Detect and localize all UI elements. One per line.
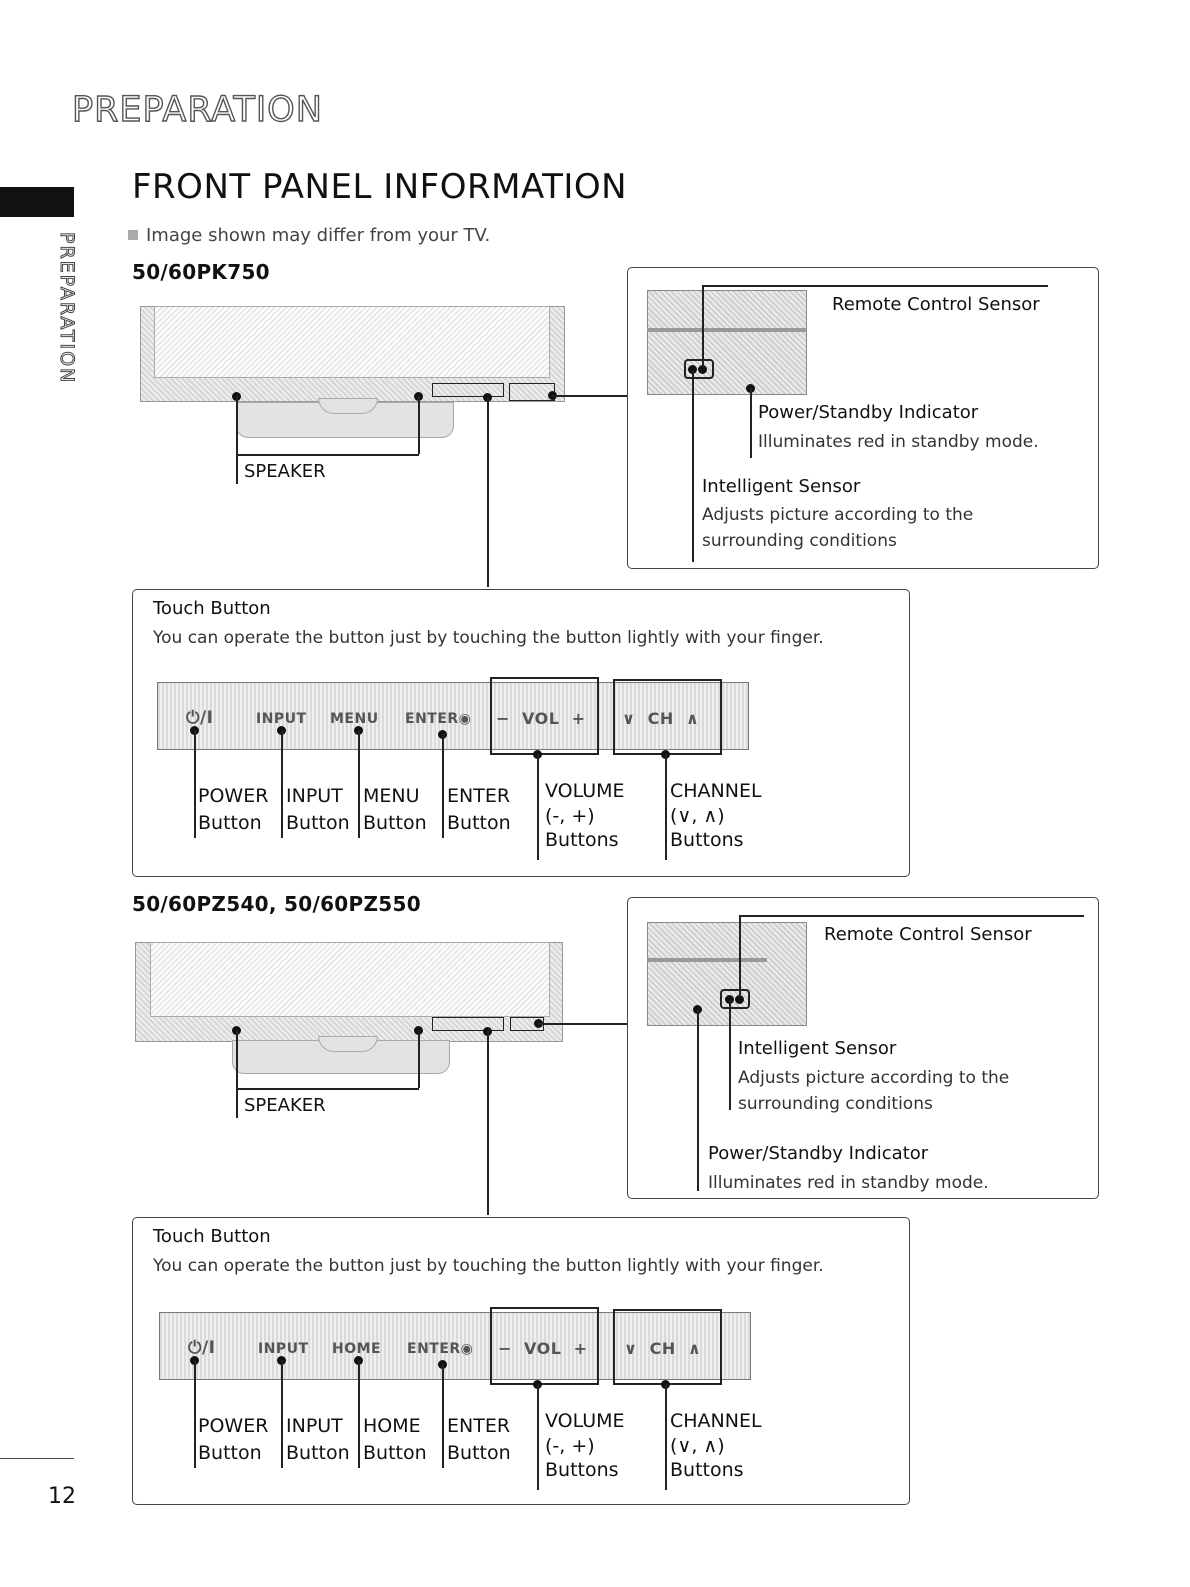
intelligent-sensor-title: Intelligent Sensor (738, 1038, 897, 1059)
tv-screen (150, 942, 550, 1017)
image-note: Image shown may differ from your TV. (128, 225, 490, 246)
intelligent-sensor-desc-2: surrounding conditions (702, 531, 897, 551)
volume-button-label: VOLUME(-, +)Buttons (545, 780, 625, 852)
note-bullet-icon (128, 230, 138, 240)
touch-panel-strip (159, 1312, 751, 1380)
channel-button-label: CHANNEL(∨, ∧)Buttons (670, 1410, 762, 1482)
sensor-closeup-bezel (647, 328, 807, 332)
remote-sensor-label: Remote Control Sensor (832, 294, 1040, 315)
intelligent-sensor-desc-2: surrounding conditions (738, 1094, 933, 1114)
power-indicator-title: Power/Standby Indicator (708, 1143, 929, 1164)
channel-button-label: CHANNEL(∨, ∧)Buttons (670, 780, 762, 852)
panel-power-label[interactable]: ⏻/I (186, 708, 214, 728)
power-indicator-desc: Illuminates red in standby mode. (758, 432, 1039, 452)
power-indicator-desc: Illuminates red in standby mode. (708, 1173, 989, 1193)
section-header: PREPARATION (71, 89, 323, 130)
touch-strip-outline (432, 1017, 504, 1031)
remote-sensor-dot (688, 365, 697, 374)
page-rule (0, 1458, 74, 1459)
touch-button-title: Touch Button (153, 598, 271, 619)
panel-ch-label[interactable]: ∨ CH ∧ (622, 709, 700, 728)
side-tab-marker (0, 187, 74, 217)
touch-button-title: Touch Button (153, 1226, 271, 1247)
intelligent-sensor-title: Intelligent Sensor (702, 476, 861, 497)
intelligent-sensor-desc-1: Adjusts picture according to the (702, 505, 974, 525)
touch-panel-strip (157, 682, 749, 750)
model-name: 50/60PK750 (132, 260, 270, 284)
touch-strip-outline (432, 383, 504, 397)
remote-sensor-label: Remote Control Sensor (824, 924, 1032, 945)
power-indicator-title: Power/Standby Indicator (758, 402, 979, 423)
note-text: Image shown may differ from your TV. (146, 225, 491, 246)
panel-enter-label[interactable]: ENTER◉ (407, 1341, 474, 1357)
speaker-label: SPEAKER (244, 461, 326, 482)
speaker-label: SPEAKER (244, 1095, 326, 1116)
panel-ch-label[interactable]: ∨ CH ∧ (624, 1339, 702, 1358)
panel-vol-label[interactable]: − VOL + (498, 1339, 588, 1358)
intelligent-sensor-dot (725, 995, 734, 1004)
panel-enter-label[interactable]: ENTER◉ (405, 711, 472, 727)
panel-power-label[interactable]: ⏻/I (188, 1338, 216, 1358)
touch-button-box (132, 1217, 910, 1505)
remote-sensor-marker (684, 359, 714, 379)
panel-home-label[interactable]: HOME (332, 1341, 382, 1357)
intelligent-sensor-desc-1: Adjusts picture according to the (738, 1068, 1010, 1088)
page-title: FRONT PANEL INFORMATION (132, 167, 628, 207)
intelligent-sensor-dot (698, 365, 707, 374)
sensor-closeup-bezel (647, 958, 767, 962)
model-name: 50/60PZ540, 50/60PZ550 (132, 892, 421, 916)
touch-button-desc: You can operate the button just by touch… (153, 1256, 824, 1276)
panel-vol-label[interactable]: − VOL + (496, 709, 586, 728)
touch-button-desc: You can operate the button just by touch… (153, 628, 824, 648)
sensor-closeup-image (647, 290, 807, 395)
remote-sensor-dot (735, 995, 744, 1004)
volume-button-label: VOLUME(-, +)Buttons (545, 1410, 625, 1482)
model-section-1: 50/60PK750 SPEAKER Remote Control Sensor… (132, 260, 1099, 877)
vol-group-outline (490, 1307, 599, 1385)
tv-screen (154, 306, 550, 378)
touch-button-box (132, 589, 910, 877)
page-number: 12 (48, 1484, 76, 1509)
sensor-callout-box (627, 897, 1099, 1199)
vol-group-outline (490, 677, 599, 755)
panel-menu-label[interactable]: MENU (330, 711, 379, 727)
sensor-closeup-image (647, 922, 807, 1026)
sensor-callout-box (627, 267, 1099, 569)
panel-input-label[interactable]: INPUT (256, 711, 307, 727)
panel-input-label[interactable]: INPUT (258, 1341, 309, 1357)
side-tab-label: PREPARATION (56, 231, 79, 385)
remote-sensor-marker (720, 989, 750, 1009)
tv-neck (318, 1036, 378, 1052)
